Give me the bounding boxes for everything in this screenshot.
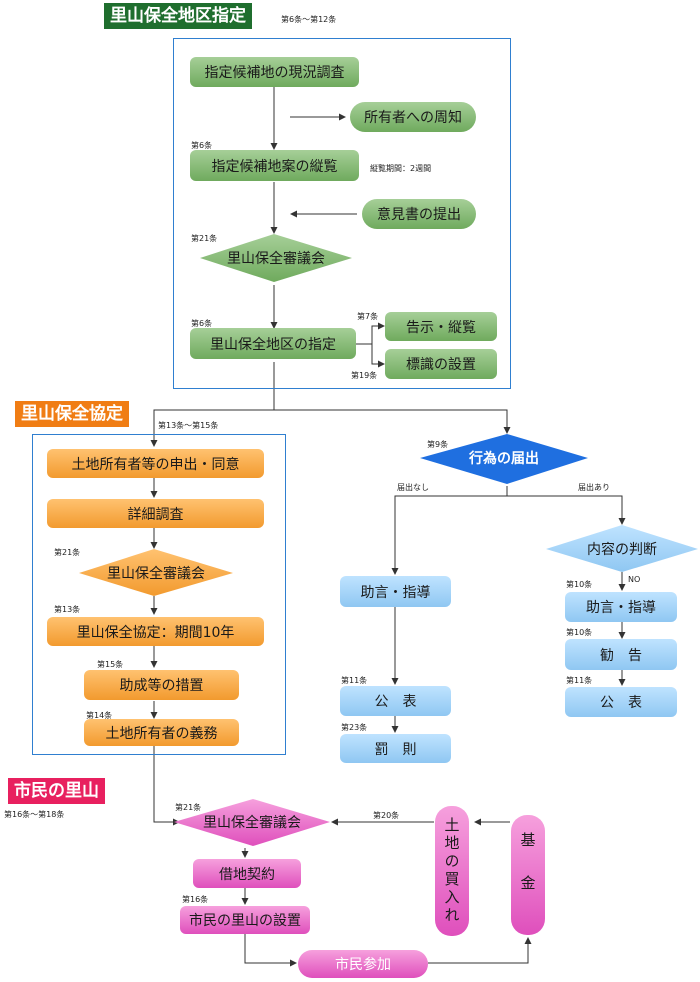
survey-box: 指定候補地の現況調査 (190, 57, 359, 87)
art-right-advice-label: 第10条 (566, 580, 593, 589)
designation-box: 里山保全地区の指定 (190, 328, 356, 359)
agreement-frame (32, 434, 286, 755)
right-publish-box: 公 表 (565, 687, 677, 717)
art-sign-label: 第19条 (351, 371, 378, 380)
left-advice-box: 助言・指導 (340, 576, 451, 607)
citizen-articles: 第16条～第18条 (4, 810, 65, 819)
with-notification-label: 届出あり (578, 483, 610, 492)
left-publish-box: 公 表 (340, 686, 451, 716)
agreement-art-subsidy-label: 第15条 (97, 660, 124, 669)
citizen-title: 市民の里山 (8, 778, 105, 804)
left-penalty-box: 罰 則 (340, 734, 451, 763)
opinion-box: 意見書の提出 (362, 199, 476, 229)
request-box: 土地所有者等の申出・同意 (47, 449, 264, 478)
inspection-period-label: 縦覧期間：2週間 (370, 164, 432, 173)
agreement-title: 里山保全協定 (15, 401, 129, 427)
designation-council-text: 里山保全審議会 (227, 251, 325, 267)
land-purchase-box: 土地の買入れ (435, 806, 469, 936)
judgment-no-label: NO (628, 575, 641, 584)
citizen-art-establish-label: 第16条 (182, 895, 209, 904)
notify-owner-box: 所有者への周知 (350, 102, 476, 132)
citizen-art-purchase-label: 第20条 (373, 811, 400, 820)
subsidy-box: 助成等の措置 (84, 670, 239, 700)
designation-council-diamond (200, 234, 352, 282)
designation-frame (173, 38, 511, 389)
art-left-penalty-label: 第23条 (341, 723, 368, 732)
agreement-council-diamond (79, 549, 233, 596)
citizen-council-text: 里山保全審議会 (203, 815, 301, 831)
designation-articles: 第6条～第12条 (281, 15, 337, 24)
lease-box: 借地契約 (193, 859, 301, 888)
draft-inspection-box: 指定候補地案の縦覧 (190, 150, 359, 181)
art-draft-label: 第6条 (191, 141, 213, 150)
establish-box: 市民の里山の設置 (180, 906, 310, 934)
art-right-publish-label: 第11条 (566, 676, 593, 685)
sign-box: 標識の設置 (385, 349, 497, 379)
right-advice-box: 助言・指導 (565, 592, 677, 622)
agreement-council-text: 里山保全審議会 (107, 566, 205, 582)
judgment-text: 内容の判断 (587, 542, 657, 558)
action-notification-diamond (420, 434, 588, 484)
agreement-art-council-label: 第21条 (54, 548, 81, 557)
agreement-articles: 第13条～第15条 (158, 421, 219, 430)
citizen-art-council-label: 第21条 (175, 803, 202, 812)
participation-box: 市民参加 (298, 950, 428, 978)
art-left-publish-label: 第11条 (341, 676, 368, 685)
agreement-art-duty-label: 第14条 (86, 711, 113, 720)
art-right-recommend-label: 第10条 (566, 628, 593, 637)
judgment-diamond (546, 525, 698, 572)
art-council-label: 第21条 (191, 234, 218, 243)
no-notification-label: 届出なし (397, 483, 429, 492)
notification-text: 行為の届出 (469, 451, 539, 467)
agreement-art-agreement-label: 第13条 (54, 605, 81, 614)
art-notice-label: 第7条 (357, 312, 379, 321)
art-notification-label: 第9条 (427, 440, 449, 449)
designation-title: 里山保全地区指定 (104, 3, 252, 29)
art-designation-label: 第6条 (191, 319, 213, 328)
notice-box: 告示・縦覧 (385, 312, 497, 341)
detailed-survey-box: 詳細調査 (47, 499, 264, 528)
duty-box: 土地所有者の義務 (84, 719, 239, 746)
right-recommend-box: 勧 告 (565, 639, 677, 670)
citizen-council-diamond (174, 799, 330, 846)
fund-box: 基金 (511, 815, 545, 935)
agreement-box: 里山保全協定：期間10年 (47, 617, 264, 646)
